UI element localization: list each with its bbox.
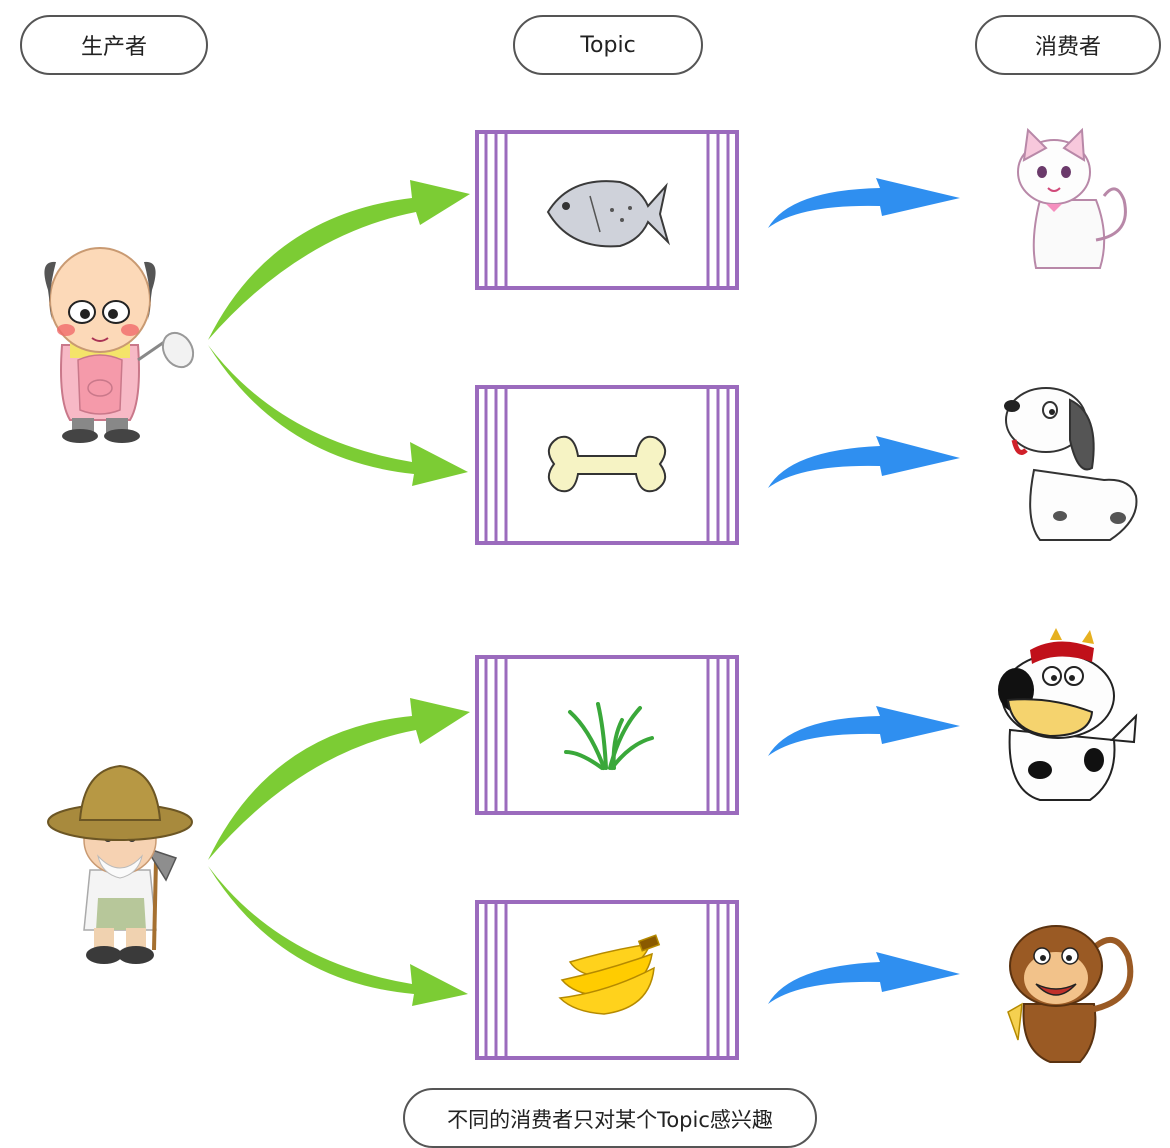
arrow-grass-to-cow	[768, 706, 960, 756]
topic-grass	[475, 655, 739, 815]
grass-icon	[564, 702, 654, 770]
arrow-fish-to-cat	[768, 178, 960, 228]
consumer-header: 消费者	[975, 15, 1161, 75]
arrow-grandpa-to-fish	[208, 180, 470, 340]
monkey-consumer-icon	[1007, 925, 1134, 1063]
arrow-bone-to-dog	[768, 436, 960, 488]
topic-fish	[475, 130, 739, 290]
pubsub-diagram	[44, 127, 1138, 1063]
fish-icon	[546, 180, 671, 248]
arrow-grandpa-to-bone	[208, 345, 468, 486]
cow-consumer-icon	[998, 628, 1138, 801]
producer-header: 生产者	[20, 15, 208, 75]
bone-icon	[547, 435, 667, 493]
banana-icon	[558, 934, 661, 1015]
arrow-farmer-to-banana	[208, 866, 468, 1006]
producer-header-label: 生产者	[80, 35, 147, 60]
producer-arrows	[208, 180, 470, 1006]
diagram-caption: 不同的消费者只对某个Topic感兴趣	[403, 1088, 817, 1148]
cat-consumer-icon	[1017, 127, 1127, 269]
topic-header-label: Topic	[580, 32, 636, 58]
topic-header: Topic	[513, 15, 703, 75]
arrow-banana-to-monkey	[768, 952, 960, 1004]
grandpa-producer-icon	[44, 247, 195, 443]
topic-banana	[475, 900, 739, 1060]
topic-bone	[475, 385, 739, 545]
arrow-farmer-to-grass	[208, 698, 470, 860]
caption-text: 不同的消费者只对某个Topic感兴趣	[447, 1108, 773, 1132]
farmer-producer-icon	[47, 764, 193, 964]
consumer-header-label: 消费者	[1034, 35, 1101, 60]
dog-consumer-icon	[1004, 387, 1138, 541]
consumer-arrows	[768, 178, 960, 1004]
